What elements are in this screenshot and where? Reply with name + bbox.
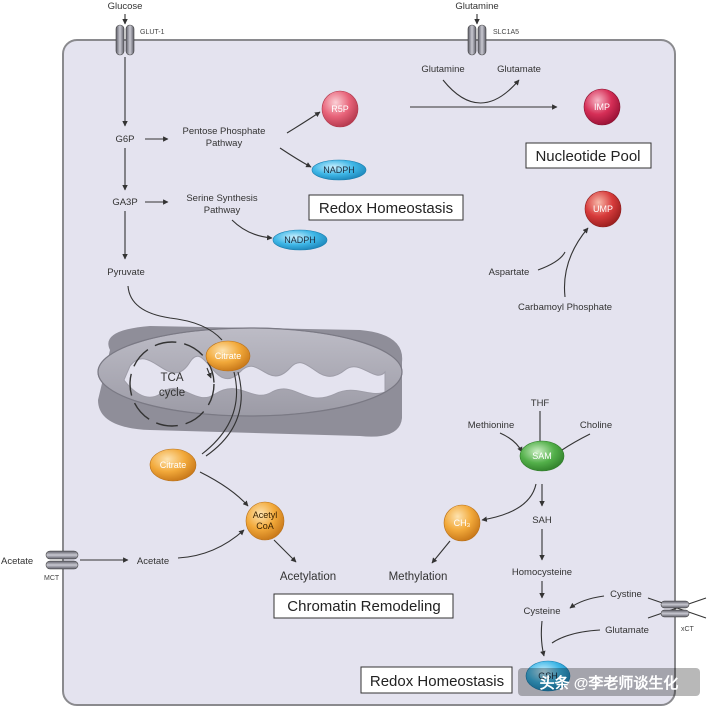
imp-label: IMP	[594, 102, 610, 112]
glut1-label: GLUT-1	[140, 29, 165, 36]
acetyl-coa-node	[245, 501, 285, 541]
mct-label: MCT	[44, 575, 60, 582]
citrate-cyto-node	[149, 448, 197, 482]
glutamine-outer-label: Glutamine	[455, 1, 498, 12]
glutamine-inner-label: Glutamine	[421, 64, 464, 75]
acetylation-label: Acetylation	[280, 571, 336, 583]
methylation-label: Methylation	[389, 571, 448, 583]
cysteine-to-gsh-arrow	[540, 620, 546, 657]
cysteine-label: Cysteine	[524, 606, 561, 617]
nucleotide-pool-label: Nucleotide Pool	[535, 148, 640, 165]
glutamate-top-label: Glutamate	[497, 64, 541, 75]
nucleotide-pool-box	[525, 142, 652, 169]
tca-cycle	[129, 341, 215, 427]
acetate-outer-label: Acetate	[1, 556, 33, 567]
acetyl-coa-label-line1: Acetyl	[253, 510, 278, 520]
glutamine-to-glutamate-arrow	[442, 79, 520, 104]
slc1a5-label: SLC1A5	[493, 29, 519, 36]
tca-label-line1: TCA	[161, 372, 184, 384]
nadph-label-ppp: NADPH	[323, 165, 355, 175]
nadph-label-serine: NADPH	[284, 235, 316, 245]
mitochondrion	[97, 326, 403, 437]
homocysteine-label: Homocysteine	[512, 567, 572, 578]
acetate-inner-label: Acetate	[137, 556, 169, 567]
serine-label-line2: Pathway	[204, 205, 241, 216]
redox-homeostasis-top-label: Redox Homeostasis	[319, 200, 453, 217]
methionine-to-sam-arrow	[499, 432, 523, 453]
acetyl-coa-label-line2: CoA	[256, 521, 274, 531]
choline-line	[561, 433, 591, 451]
redox-homeostasis-box-bottom	[360, 666, 513, 694]
chromatin-remodeling-label: Chromatin Remodeling	[287, 598, 440, 615]
serine-label-line1: Serine Synthesis	[186, 193, 258, 204]
citrate-cyto-label: Citrate	[160, 460, 187, 470]
watermark: 头条 @李老师谈生化	[540, 674, 679, 692]
g6p-label: G6P	[115, 134, 134, 145]
aspartate-line	[537, 251, 566, 271]
aspartate-label: Aspartate	[489, 267, 530, 278]
glut1-transporter	[115, 24, 135, 56]
sam-to-ch3-arrow	[481, 483, 537, 522]
citrate-export-line-b	[205, 371, 242, 457]
thf-label: THF	[531, 398, 550, 409]
redox-homeostasis-box-top	[308, 194, 464, 221]
glucose-label: Glucose	[108, 1, 143, 12]
ch3-label: CH₃	[454, 518, 471, 528]
ga3p-label: GA3P	[112, 197, 137, 208]
ump-node	[584, 190, 622, 228]
nadph-node-ppp	[311, 159, 367, 181]
sam-label: SAM	[532, 451, 552, 461]
cystine-to-cysteine-arrow	[569, 595, 605, 609]
gsh-label: GSH	[538, 671, 558, 681]
ppp-to-nadph-arrow	[279, 147, 312, 168]
serine-to-nadph-arrow	[231, 219, 273, 241]
ppp-to-r5p-arrow	[286, 111, 321, 134]
imp-node	[583, 88, 621, 126]
carbamoyl-to-ump-arrow	[563, 227, 589, 298]
cystine-label: Cystine	[610, 589, 642, 600]
mct-transporter	[45, 550, 79, 570]
choline-label: Choline	[580, 420, 612, 431]
watermark-backdrop	[518, 668, 700, 696]
citrate-mito-node	[205, 340, 251, 372]
ch3-node	[443, 504, 481, 542]
r5p-node	[321, 90, 359, 128]
citrate-to-acetylcoa-arrow	[199, 471, 249, 507]
carbamoyl-phosphate-label: Carbamoyl Phosphate	[518, 302, 612, 313]
slc1a5-transporter	[467, 24, 487, 56]
r5p-label: R5P	[331, 104, 349, 114]
nadph-node-serine	[272, 229, 328, 251]
glutamate-line	[551, 629, 601, 644]
redox-homeostasis-bottom-label: Redox Homeostasis	[370, 673, 504, 690]
xct-transporter	[647, 597, 707, 619]
pyruvate-label: Pyruvate	[107, 267, 145, 278]
acetylcoa-to-acetylation-arrow	[273, 539, 297, 563]
chromatin-remodeling-box	[273, 593, 454, 619]
tca-label-line2: cycle	[159, 387, 185, 399]
ump-label: UMP	[593, 204, 613, 214]
sah-label: SAH	[532, 515, 552, 526]
glutamate-bottom-label: Glutamate	[605, 625, 649, 636]
sam-node	[519, 440, 565, 472]
pyruvate-to-citrate-line	[127, 285, 223, 341]
ch3-to-methylation-arrow	[431, 540, 451, 564]
ppp-label-line1: Pentose Phosphate	[183, 126, 266, 137]
methionine-label: Methionine	[468, 420, 514, 431]
acetate-to-acetylcoa-arrow	[177, 529, 245, 559]
citrate-export-line-a	[201, 371, 238, 455]
gsh-node	[525, 660, 571, 692]
citrate-mito-label: Citrate	[215, 351, 242, 361]
xct-label: xCT	[681, 626, 695, 633]
ppp-label-line2: Pathway	[206, 138, 243, 149]
